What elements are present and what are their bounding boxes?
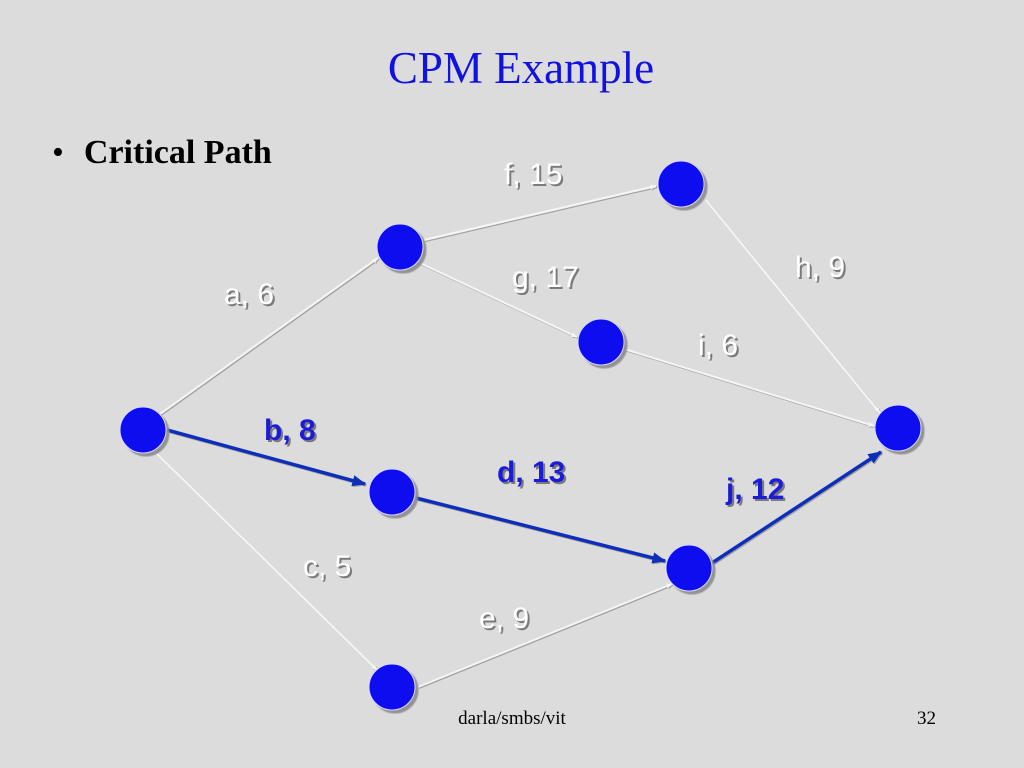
- edge-e-label: e, 9: [479, 602, 529, 635]
- edge-d-arrow: [415, 496, 667, 564]
- edge-d-label: d, 13: [497, 456, 565, 489]
- edge-i-label: i, 6: [698, 329, 738, 362]
- edge-h-arrow: [705, 199, 881, 414]
- edge-b-arrow: [166, 428, 367, 487]
- edge-a-label: a, 6: [224, 278, 274, 311]
- nodes-layer: [119, 160, 922, 711]
- edge-i-arrow: [623, 348, 875, 427]
- node-7: [665, 544, 713, 592]
- edge-j-label: j, 12: [725, 473, 784, 506]
- node-end: [874, 404, 922, 452]
- bullet-marker: •: [52, 134, 64, 171]
- node-3: [368, 468, 416, 516]
- edges-layer: [154, 184, 883, 688]
- page-number: 32: [917, 708, 936, 729]
- edge-g-label: g, 17: [512, 261, 579, 294]
- bullet-item: • Critical Path: [52, 134, 272, 172]
- edge-c-label: c, 5: [303, 550, 351, 583]
- edge-e-arrow: [417, 583, 673, 688]
- footer-text: darla/smbs/vit: [458, 708, 566, 729]
- bullet-text: Critical Path: [83, 134, 272, 171]
- node-start: [119, 406, 167, 454]
- slide-title: CPM Example: [387, 43, 655, 93]
- edge-j-arrow: [711, 450, 883, 565]
- node-6: [577, 318, 625, 366]
- node-5: [657, 160, 705, 208]
- edge-labels-layer: a, 6 b, 8 c, 5 d, 13 e, 9 f, 15 g, 17 h,…: [224, 158, 845, 635]
- node-2: [376, 223, 424, 271]
- edge-b-label: b, 8: [264, 414, 316, 447]
- edge-f-arrow: [423, 184, 657, 242]
- edge-g-arrow: [419, 262, 578, 338]
- edge-c-arrow: [154, 451, 378, 671]
- node-4: [368, 663, 416, 711]
- edge-h-label: h, 9: [795, 251, 845, 284]
- edge-f-label: f, 15: [504, 158, 562, 191]
- edge-a-arrow: [159, 257, 379, 415]
